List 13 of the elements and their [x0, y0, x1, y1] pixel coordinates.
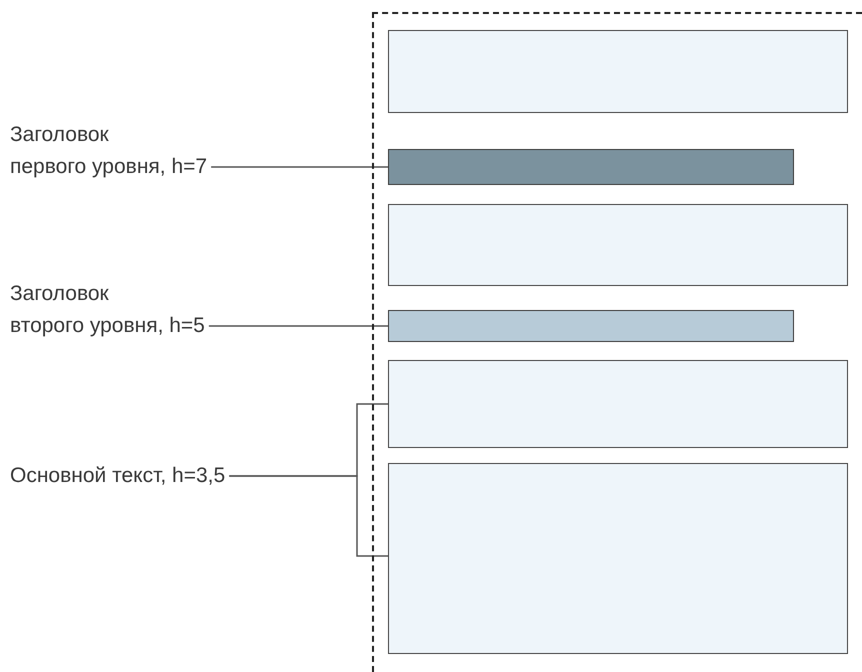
text-block — [388, 204, 848, 286]
annotation-label: Основной текст, h=3,5 — [10, 460, 226, 492]
annotation-label: Заголовок первого уровня, h=7 — [10, 119, 208, 183]
leader-line — [229, 475, 388, 557]
heading-bar — [388, 310, 794, 342]
annotation-label: Заголовок второго уровня, h=5 — [10, 278, 205, 342]
leader-line — [208, 325, 388, 327]
text-block — [388, 30, 848, 113]
leader-line — [211, 166, 388, 168]
page-outline — [372, 12, 862, 672]
text-block — [388, 463, 848, 654]
heading-bar — [388, 149, 794, 185]
text-block — [388, 360, 848, 448]
